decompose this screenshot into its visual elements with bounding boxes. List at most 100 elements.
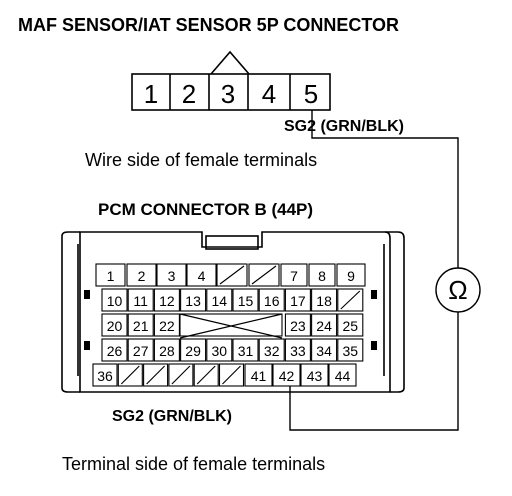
- test-wire: [289, 110, 481, 431]
- pcm-terminal-18: [311, 288, 338, 312]
- pcm-terminal-label-11: 11: [133, 293, 148, 309]
- maf-connector: [131, 50, 331, 111]
- pcm-terminal-label-44: 44: [335, 368, 351, 384]
- pcm-terminal-29: [180, 338, 207, 362]
- pcm-terminal-label-27: 27: [133, 343, 149, 359]
- pcm-terminal-unused-mark: [171, 365, 191, 385]
- pcm-connector-housing: [61, 231, 405, 393]
- pcm-terminal-label-35: 35: [343, 343, 359, 359]
- terminal-side-caption: Terminal side of female terminals: [62, 454, 326, 474]
- pcm-terminal-unused-mark: [196, 365, 216, 385]
- pcm-terminal-unused-mark: [146, 365, 165, 385]
- pcm-terminal-15: [232, 288, 259, 312]
- maf-pin-3: 3: [221, 79, 235, 109]
- pcm-terminal-43: [300, 363, 329, 387]
- pcm-terminal-label-10: 10: [107, 293, 123, 309]
- pcm-terminal-10: [101, 288, 128, 312]
- pcm-terminal-14: [206, 288, 233, 312]
- pcm-terminal-21: [127, 313, 154, 337]
- pcm-terminal-42: [272, 363, 301, 387]
- maf-pin-1: 1: [144, 79, 158, 109]
- pcm-terminal-label-41: 41: [251, 368, 267, 384]
- pcm-terminal-28: [153, 338, 180, 362]
- pcm-terminal-9: [336, 263, 366, 287]
- pcm-terminal-12: [153, 288, 180, 312]
- pcm-terminal-label-30: 30: [212, 343, 228, 359]
- pcm-terminal-31: [232, 338, 259, 362]
- pcm-blank-area: [179, 313, 283, 339]
- pcm-terminal-label-29: 29: [185, 343, 201, 359]
- pcm-terminal-36: [92, 363, 118, 387]
- pcm-terminal-4: [186, 263, 217, 287]
- pcm-terminal-41: [244, 363, 273, 387]
- pcm-terminal-13: [180, 288, 207, 312]
- pcm-terminal-label-8: 8: [318, 268, 326, 284]
- pcm-terminal-30: [206, 338, 233, 362]
- pcm-terminal-label-13: 13: [185, 293, 201, 309]
- pcm-terminal-label-14: 14: [212, 293, 228, 309]
- pcm-terminal-16: [258, 288, 285, 312]
- pcm-terminal-label-34: 34: [316, 343, 332, 359]
- pcm-terminal-label-31: 31: [238, 343, 254, 359]
- pcm-terminal-label-3: 3: [168, 268, 176, 284]
- pcm-terminal-22: [153, 313, 180, 337]
- pcm-terminal-label-36: 36: [97, 368, 113, 384]
- pcm-terminal-label-16: 16: [264, 293, 280, 309]
- pcm-terminal-label-24: 24: [316, 318, 332, 334]
- pcm-terminal-label-4: 4: [198, 268, 206, 284]
- pcm-terminal-35: [337, 338, 364, 362]
- wire-side-caption: Wire side of female terminals: [85, 150, 318, 170]
- pcm-terminal-17: [284, 288, 311, 312]
- pcm-locking-tabs: [84, 290, 377, 350]
- sg2-wire-label-top: SG2 (GRN/BLK): [284, 118, 404, 135]
- pcm-terminal-label-1: 1: [107, 268, 115, 284]
- pcm-terminal-32: [258, 338, 285, 362]
- pcm-terminal-label-22: 22: [159, 318, 175, 334]
- pcm-terminal-label-15: 15: [238, 293, 254, 309]
- pcm-terminal-34: [311, 338, 338, 362]
- maf-pin-2: 2: [182, 79, 196, 109]
- pcm-terminal-label-20: 20: [107, 318, 123, 334]
- pcm-terminal-unused-mark: [222, 365, 241, 385]
- pcm-terminal-33: [284, 338, 311, 362]
- pcm-terminal-25: [337, 313, 364, 337]
- pcm-blank-cell: [179, 313, 283, 337]
- pcm-terminal-label-25: 25: [343, 318, 359, 334]
- pcm-terminal-label-2: 2: [138, 268, 146, 284]
- pcm-terminal-26: [101, 338, 128, 362]
- pcm-terminal-label-21: 21: [133, 318, 149, 334]
- pcm-terminal-1: [95, 263, 126, 287]
- pcm-terminal-label-9: 9: [347, 268, 355, 284]
- pcm-terminal-label-32: 32: [264, 343, 280, 359]
- pcm-terminal-8: [308, 263, 336, 287]
- pcm-connector-title: PCM CONNECTOR B (44P): [98, 200, 314, 219]
- pcm-terminal-label-7: 7: [290, 268, 298, 284]
- pcm-terminal-unused-mark: [120, 365, 140, 385]
- maf-pin-5: 5: [304, 79, 318, 109]
- pcm-terminal-label-28: 28: [159, 343, 175, 359]
- pcm-terminal-23: [284, 313, 311, 337]
- pcm-terminal-20: [101, 313, 128, 337]
- maf-connector-title: MAF SENSOR/IAT SENSOR 5P CONNECTOR: [18, 15, 400, 35]
- pcm-terminal-11: [127, 288, 154, 312]
- pcm-terminal-unused-mark: [219, 265, 245, 285]
- pcm-terminal-3: [156, 263, 187, 287]
- pcm-terminal-44: [328, 363, 357, 387]
- sg2-wire-label-bottom: SG2 (GRN/BLK): [112, 408, 232, 425]
- pcm-terminal-label-33: 33: [290, 343, 306, 359]
- pcm-terminal-label-12: 12: [159, 293, 175, 309]
- pcm-terminal-label-18: 18: [316, 293, 332, 309]
- pcm-terminal-unused-mark: [340, 290, 361, 310]
- pcm-terminal-label-42: 42: [279, 368, 295, 384]
- pcm-terminal-7: [280, 263, 308, 287]
- pcm-terminal-24: [311, 313, 338, 337]
- ohm-symbol: Ω: [448, 275, 467, 305]
- pcm-terminal-label-26: 26: [107, 343, 123, 359]
- pcm-terminal-27: [127, 338, 154, 362]
- pcm-terminal-label-17: 17: [290, 293, 306, 309]
- pcm-terminal-unused-mark: [251, 265, 277, 285]
- maf-pin-4: 4: [262, 79, 276, 109]
